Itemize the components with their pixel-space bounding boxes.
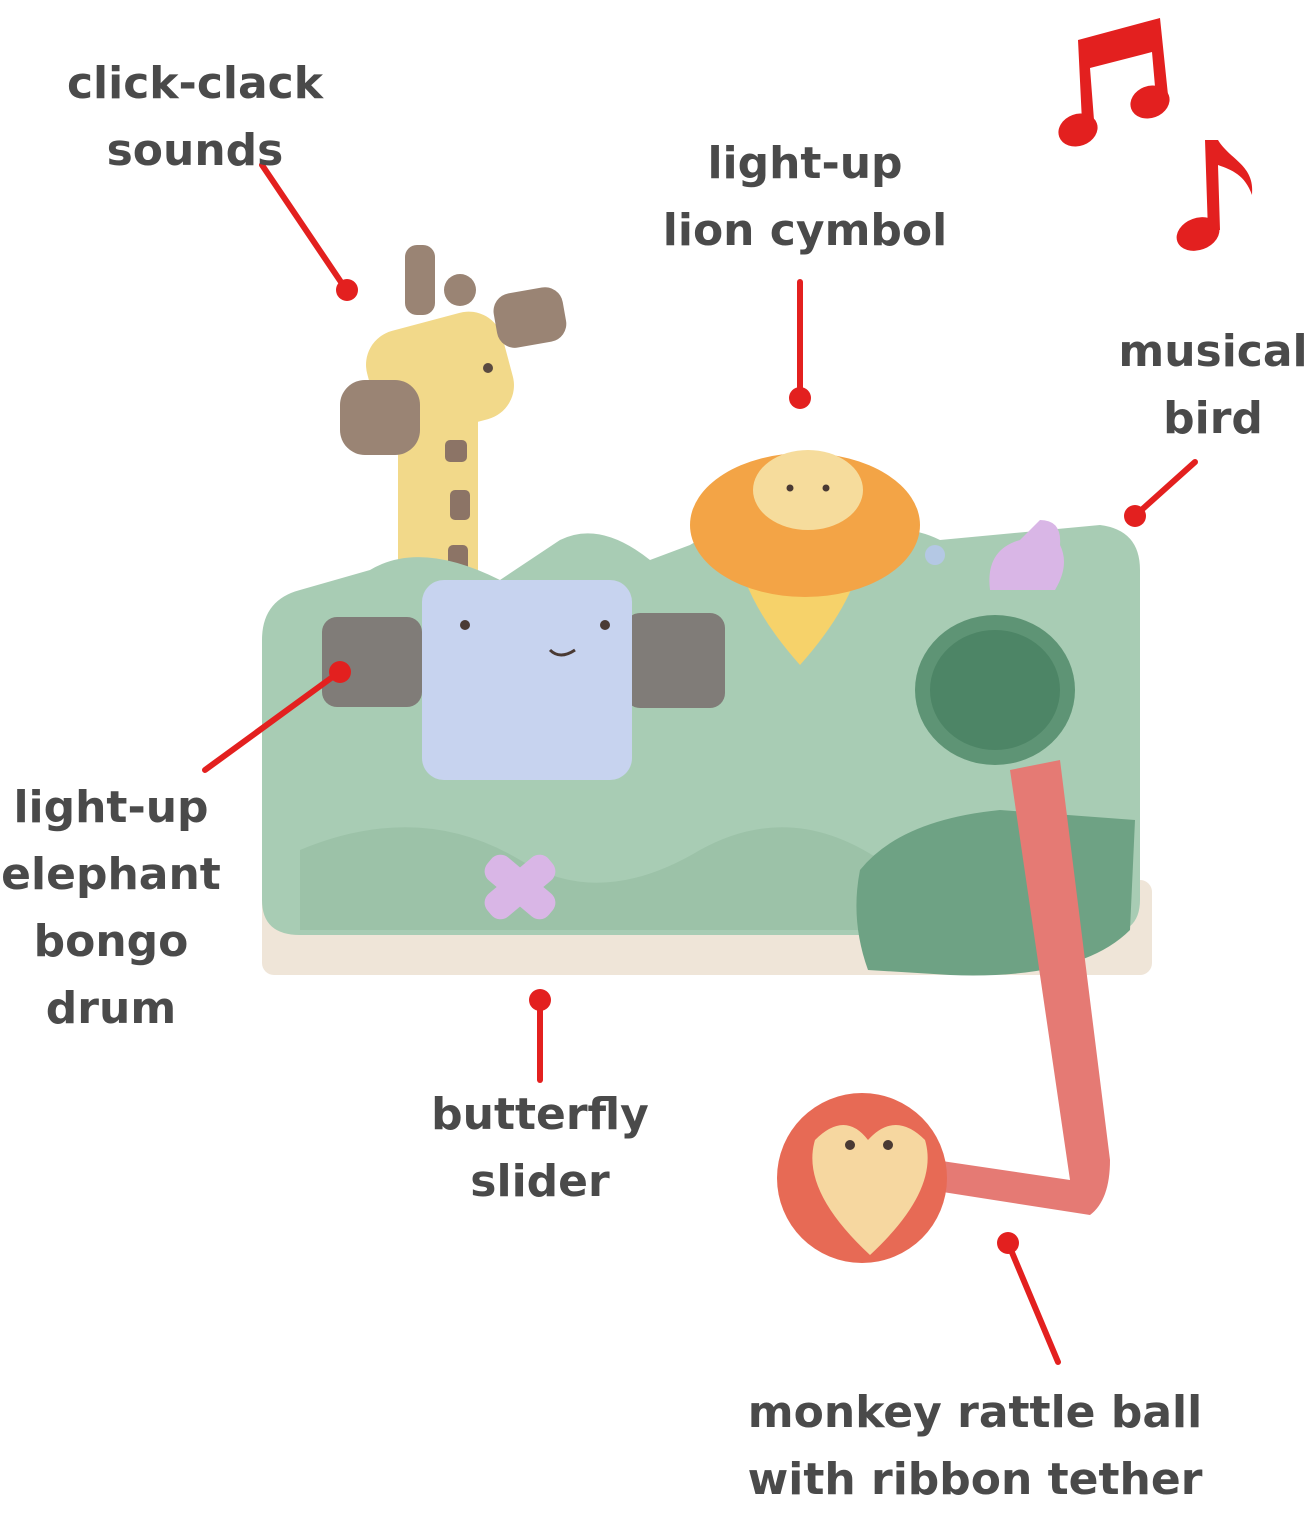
label-line: click-clack [66, 58, 324, 109]
label-line: slider [470, 1156, 610, 1207]
label-line: light-up [707, 138, 903, 189]
label-line: with ribbon tether [747, 1454, 1203, 1505]
label-line: bird [1163, 393, 1263, 444]
monkey-rattle-ball [777, 1093, 947, 1263]
label-line: musical [1118, 326, 1308, 377]
label-line: lion cymbol [662, 205, 948, 256]
label-line: drum [45, 983, 177, 1034]
callout-click-clack-sounds: click-clack sounds [67, 50, 323, 184]
callout-lines [202, 162, 1198, 1365]
callout-elephant-bongo-drum: light-up elephant bongo drum [1, 774, 221, 1042]
musical-bird-button [925, 520, 1064, 590]
butterfly-slider-knob [484, 854, 556, 920]
elephant-bongo-drum [322, 580, 725, 780]
music-note-icon [1058, 18, 1170, 147]
label-line: light-up [13, 782, 209, 833]
callout-lion-cymbal: light-up lion cymbol [663, 130, 947, 264]
music-note-icon [1176, 140, 1253, 251]
callout-musical-bird: musical bird [1118, 318, 1307, 452]
label-line: butterfly [431, 1089, 649, 1140]
lion-cymbal [690, 450, 920, 665]
label-line: monkey rattle ball [747, 1387, 1203, 1438]
callout-butterfly-slider: butterfly slider [431, 1081, 649, 1215]
label-line: elephant [1, 849, 221, 900]
ribbon-tether [930, 760, 1110, 1215]
callout-monkey-rattle-ball: monkey rattle ball with ribbon tether [748, 1379, 1203, 1513]
label-line: bongo [33, 916, 189, 967]
label-line: sounds [106, 125, 284, 176]
